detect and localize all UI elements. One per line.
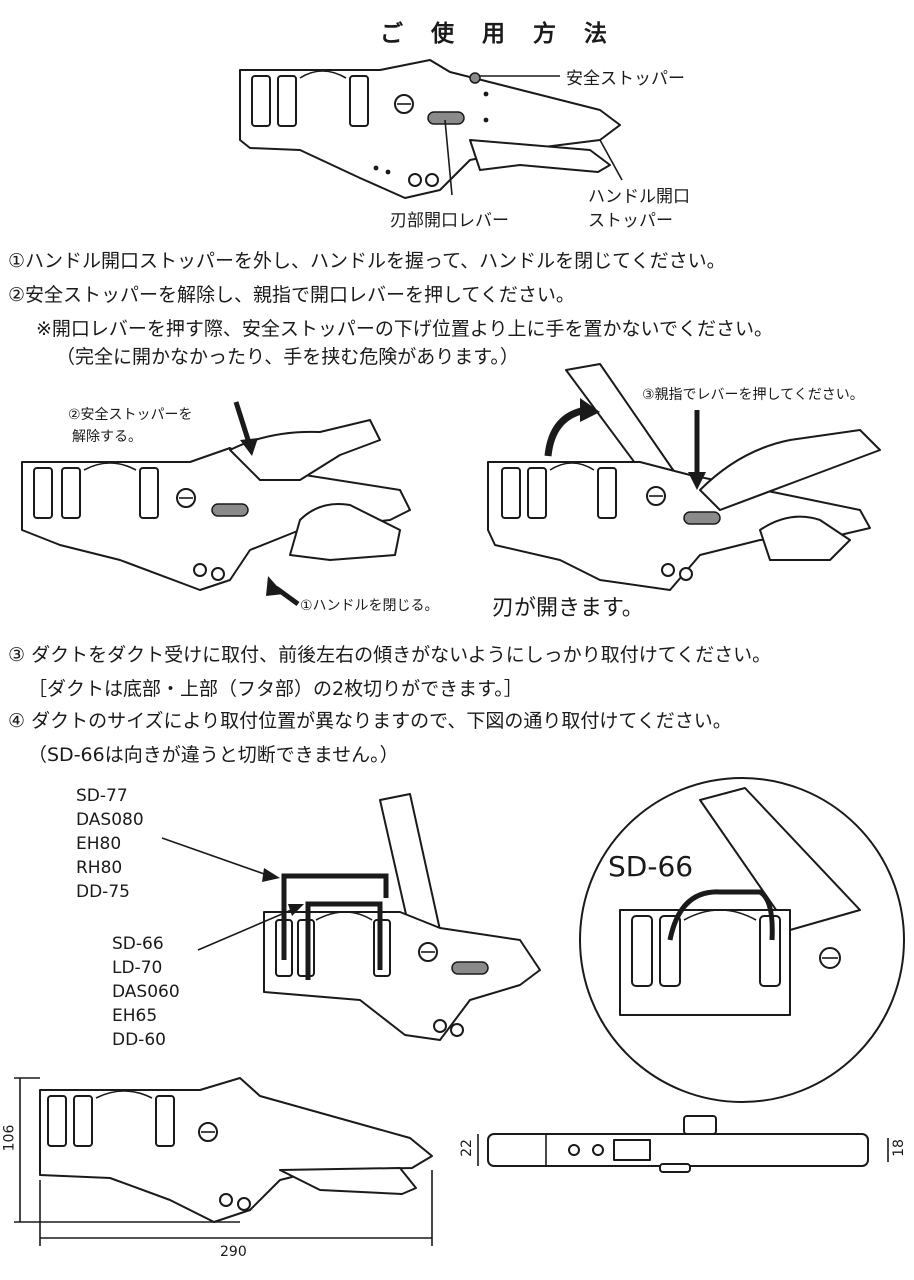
label-handle-stopper-1: ハンドル開口 (588, 187, 690, 207)
dim-width: 290 (220, 1244, 247, 1260)
outer-group-1: DAS080 (76, 810, 144, 830)
step-4: ④ ダクトのサイズにより取付位置が異なりますので、下図の通り取付けてください。 (8, 710, 732, 732)
label-handle-stopper-2: ストッパー (588, 211, 673, 231)
label-safety-stopper: 安全ストッパー (566, 69, 685, 89)
step-3: ③ ダクトをダクト受けに取付、前後左右の傾きがないようにしっかり取付けてください… (8, 644, 772, 666)
dimension-side-view (14, 1077, 433, 1246)
result-text: 刃が開きます。 (492, 596, 644, 621)
step-2-note-1: ※開口レバーを押す際、安全ストッパーの下げ位置より上に手を置かないでください。 (36, 318, 773, 340)
outer-group-2: EH80 (76, 834, 122, 854)
step-2: ②安全ストッパーを解除し、親指で開口レバーを押してください。 (8, 284, 575, 306)
inner-group-3: EH65 (112, 1006, 158, 1026)
inner-group-1: LD-70 (112, 958, 163, 978)
top-tool-illustration (239, 59, 623, 199)
inner-group-4: DD-60 (112, 1030, 166, 1050)
callout-3: ③親指でレバーを押してください。 (642, 387, 864, 403)
page-title: ご 使 用 方 法 (380, 21, 618, 47)
callout-2-line-1: ②安全ストッパーを (68, 407, 193, 423)
step-3-note: ［ダクトは底部・上部（フタ部）の2枚切りができます。］ (28, 678, 523, 700)
dimension-top-view (477, 1115, 889, 1173)
close-handle-illustration (21, 401, 411, 607)
step-4-note: （SD-66は向きが違うと切断できません。） (28, 744, 399, 766)
dim-thickness-a: 22 (458, 1139, 475, 1157)
open-blade-illustration (487, 363, 881, 591)
outer-group-0: SD-77 (76, 786, 128, 806)
outer-group-3: RH80 (76, 858, 123, 878)
inner-group-0: SD-66 (112, 934, 164, 954)
step-2-note-2: （完全に開かなかったり、手を挟む危険があります。） (56, 346, 519, 368)
dim-thickness-b: 18 (890, 1139, 907, 1157)
callout-2-line-2: 解除する。 (72, 429, 142, 445)
step-1: ①ハンドル開口ストッパーを外し、ハンドルを握って、ハンドルを閉じてください。 (8, 250, 726, 272)
label-blade-lever: 刃部開口レバー (390, 211, 509, 231)
callout-1: ①ハンドルを閉じる。 (300, 598, 439, 614)
zoom-label: SD-66 (608, 850, 694, 883)
mount-position-illustration (161, 777, 905, 1103)
inner-group-2: DAS060 (112, 982, 180, 1002)
outer-group-4: DD-75 (76, 882, 130, 902)
